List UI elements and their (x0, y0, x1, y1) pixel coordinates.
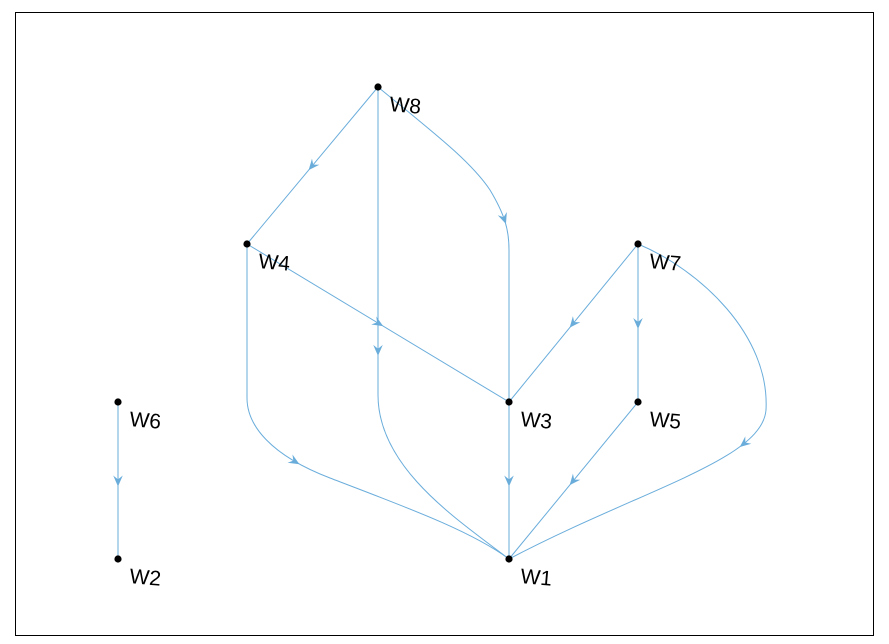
edge-line (377, 86, 510, 402)
node-w3: W3 (505, 398, 553, 434)
node-label: W7 (649, 250, 682, 276)
node-marker (634, 398, 642, 406)
node-label: W2 (129, 565, 162, 591)
node-label: W4 (258, 250, 292, 276)
edge-w7-to-w3 (508, 243, 639, 403)
node-label: W5 (649, 408, 682, 434)
node-marker (505, 398, 513, 406)
node-w2: W2 (114, 555, 162, 591)
node-marker (243, 240, 251, 248)
node-marker (114, 555, 122, 563)
node-marker (374, 83, 382, 91)
edge-w4-to-w3 (246, 243, 510, 403)
edge-w8-to-w1 (373, 87, 510, 560)
plot-frame (15, 12, 874, 636)
node-w8: W8 (374, 83, 422, 119)
arrowhead (504, 475, 514, 487)
edge-w7-to-w1 (508, 243, 767, 560)
node-label: W6 (129, 408, 162, 434)
node-w6: W6 (114, 398, 162, 434)
node-marker (505, 555, 513, 563)
node-w1: W1 (505, 555, 553, 591)
edge-w3-to-w1 (504, 402, 514, 559)
node-label: W1 (520, 565, 553, 591)
edge-w4-to-w1 (246, 244, 510, 560)
edges-layer (113, 86, 767, 560)
arrowhead (569, 473, 581, 486)
node-label: W8 (389, 93, 422, 119)
edge-w5-to-w1 (508, 401, 639, 560)
edge-w8-to-w4 (246, 86, 379, 245)
arrowhead (569, 316, 581, 328)
edge-line (377, 87, 510, 560)
edge-line (508, 243, 767, 560)
edge-w8-to-w3 (377, 86, 510, 402)
node-marker (634, 240, 642, 248)
node-w7: W7 (634, 240, 682, 276)
node-label: W3 (520, 408, 553, 434)
arrowhead (373, 344, 383, 356)
arrowhead (739, 436, 752, 447)
arrowhead (497, 212, 507, 225)
arrowhead (287, 454, 300, 465)
node-w4: W4 (243, 240, 292, 276)
node-w5: W5 (634, 398, 682, 434)
edge-w7-to-w5 (633, 244, 643, 402)
edge-line (246, 244, 510, 560)
arrowhead (308, 158, 320, 171)
edge-w6-to-w2 (113, 402, 123, 559)
arrowhead (371, 316, 384, 327)
node-marker (114, 398, 122, 406)
arrowhead (113, 475, 123, 487)
arrowhead (633, 318, 643, 330)
